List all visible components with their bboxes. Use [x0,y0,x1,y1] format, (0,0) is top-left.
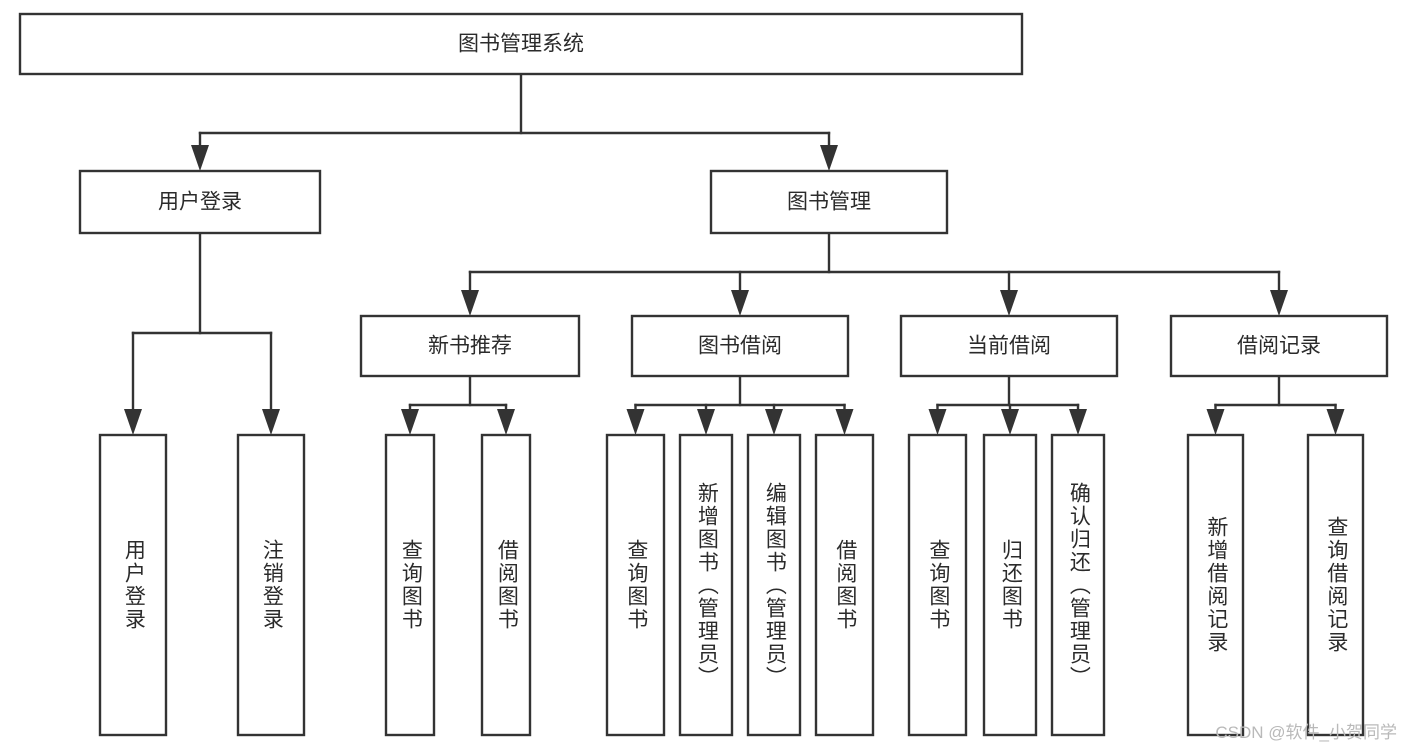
node-leaf-add-record[interactable] [1186,433,1245,737]
node-leaf-edit-book[interactable] [746,433,802,737]
node-leaf-user-login[interactable] [98,433,168,737]
arrow-head-icon [1069,409,1087,435]
node-leaf-return-book[interactable] [982,433,1038,737]
node-new-book-recommend[interactable] [359,314,581,378]
node-leaf-query-record[interactable] [1306,433,1365,737]
node-box-layer [18,12,1389,737]
node-leaf-confirm-return[interactable] [1050,433,1106,737]
node-user-login[interactable] [78,169,322,235]
label-book-manage: 图书管理 [787,191,871,214]
arrow-head-icon [401,409,419,435]
arrow-head-icon [124,409,142,435]
label-user-login: 用户登录 [158,191,242,214]
label-borrow-record: 借阅记录 [1237,335,1321,358]
label-new-book-recommend: 新书推荐 [428,335,512,358]
node-current-borrow[interactable] [899,314,1119,378]
arrow-head-icon [497,409,515,435]
node-leaf-query-book-3[interactable] [907,433,968,737]
node-borrow-record[interactable] [1169,314,1389,378]
arrow-head-icon [697,409,715,435]
node-book-manage[interactable] [709,169,949,235]
arrow-head-icon [1206,409,1225,435]
arrow-head-icon [626,409,645,435]
connector-layer [124,72,1345,435]
arrow-head-icon [731,290,749,316]
arrow-head-icon [1001,409,1019,435]
watermark: CSDN @软件_小贺同学 [1215,723,1397,742]
node-book-borrow[interactable] [630,314,850,378]
arrow-head-icon [765,409,783,435]
node-leaf-query-book-1[interactable] [384,433,436,737]
arrow-head-icon [1326,409,1345,435]
node-leaf-add-book[interactable] [678,433,734,737]
node-leaf-query-book-2[interactable] [605,433,666,737]
arrow-head-icon [461,290,479,316]
node-root[interactable] [18,12,1024,76]
arrow-head-icon [191,145,209,171]
node-leaf-borrow-book-1[interactable] [480,433,532,737]
arrow-head-icon [835,409,854,435]
label-current-borrow: 当前借阅 [967,335,1051,358]
arrow-head-icon [928,409,947,435]
node-leaf-borrow-book-2[interactable] [814,433,875,737]
node-leaf-logout-login[interactable] [236,433,306,737]
arrow-head-icon [1270,290,1288,316]
arrow-head-icon [1000,290,1018,316]
label-root: 图书管理系统 [458,33,584,56]
label-book-borrow: 图书借阅 [698,335,782,358]
arrow-head-icon [262,409,280,435]
arrow-head-icon [820,145,838,171]
